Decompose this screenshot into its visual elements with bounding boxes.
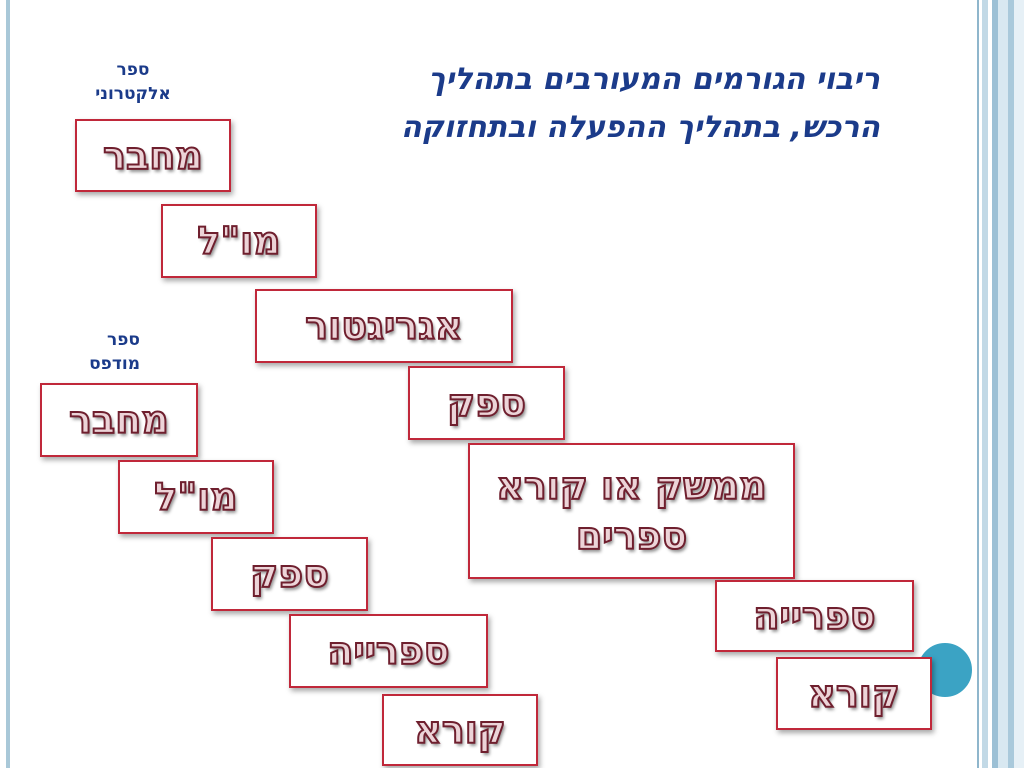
- electronic-chain-vendor: ספק: [408, 366, 565, 440]
- electronic-book-label-line-1: ספר: [116, 60, 150, 80]
- electronic-chain-author: מחבר: [75, 119, 231, 192]
- slide-title: ריבוי הגורמים המעורבים בתהליך הרכש, בתהל…: [240, 56, 880, 152]
- printed-chain-vendor: ספק: [211, 537, 368, 611]
- electronic-chain-reader-text: קורא: [807, 671, 901, 717]
- printed-chain-author-text: מחבר: [68, 397, 170, 443]
- electronic-chain-library: ספרייה: [715, 580, 914, 652]
- electronic-chain-library-text: ספרייה: [752, 593, 876, 639]
- slide-title-line-1: ריבוי הגורמים המעורבים בתהליך: [428, 62, 880, 97]
- printed-chain-vendor-text: ספק: [249, 551, 330, 597]
- printed-book-label-line-1: ספר: [107, 330, 140, 350]
- printed-chain-library: ספרייה: [289, 614, 488, 688]
- slide-frame-left: [6, 0, 10, 768]
- electronic-chain-author-text: מחבר: [102, 133, 204, 179]
- electronic-book-label-line-2: אלקטרוני: [95, 84, 171, 104]
- slide-title-line-2: הרכש, בתהליך ההפעלה ובתחזוקה: [401, 110, 880, 145]
- electronic-chain-aggregator: אגריגטור: [255, 289, 513, 363]
- printed-chain-author: מחבר: [40, 383, 198, 457]
- electronic-chain-vendor-text: ספק: [446, 380, 527, 426]
- electronic-chain-interface-line-2: ספרים: [575, 513, 688, 559]
- printed-chain-reader-text: קורא: [413, 707, 507, 753]
- printed-chain-library-text: ספרייה: [326, 628, 450, 674]
- electronic-chain-publisher-text: מו"ל: [196, 218, 281, 264]
- electronic-chain-interface: ממשק או קורא ספרים: [468, 443, 795, 579]
- printed-chain-publisher: מו"ל: [118, 460, 274, 534]
- slide-frame-right-line: [977, 0, 979, 768]
- printed-chain-publisher-text: מו"ל: [153, 474, 238, 520]
- printed-book-label: ספר מודפס: [50, 328, 140, 376]
- electronic-chain-reader: קורא: [776, 657, 932, 730]
- electronic-chain-interface-line-1: ממשק או קורא: [495, 463, 768, 509]
- electronic-chain-publisher: מו"ל: [161, 204, 317, 278]
- electronic-book-label: ספר אלקטרוני: [78, 58, 188, 106]
- slide-frame-right: [978, 0, 1024, 768]
- electronic-chain-interface-text: ממשק או קורא ספרים: [495, 461, 768, 561]
- electronic-chain-aggregator-text: אגריגטור: [304, 303, 463, 349]
- printed-chain-reader: קורא: [382, 694, 538, 766]
- printed-book-label-line-2: מודפס: [89, 354, 140, 374]
